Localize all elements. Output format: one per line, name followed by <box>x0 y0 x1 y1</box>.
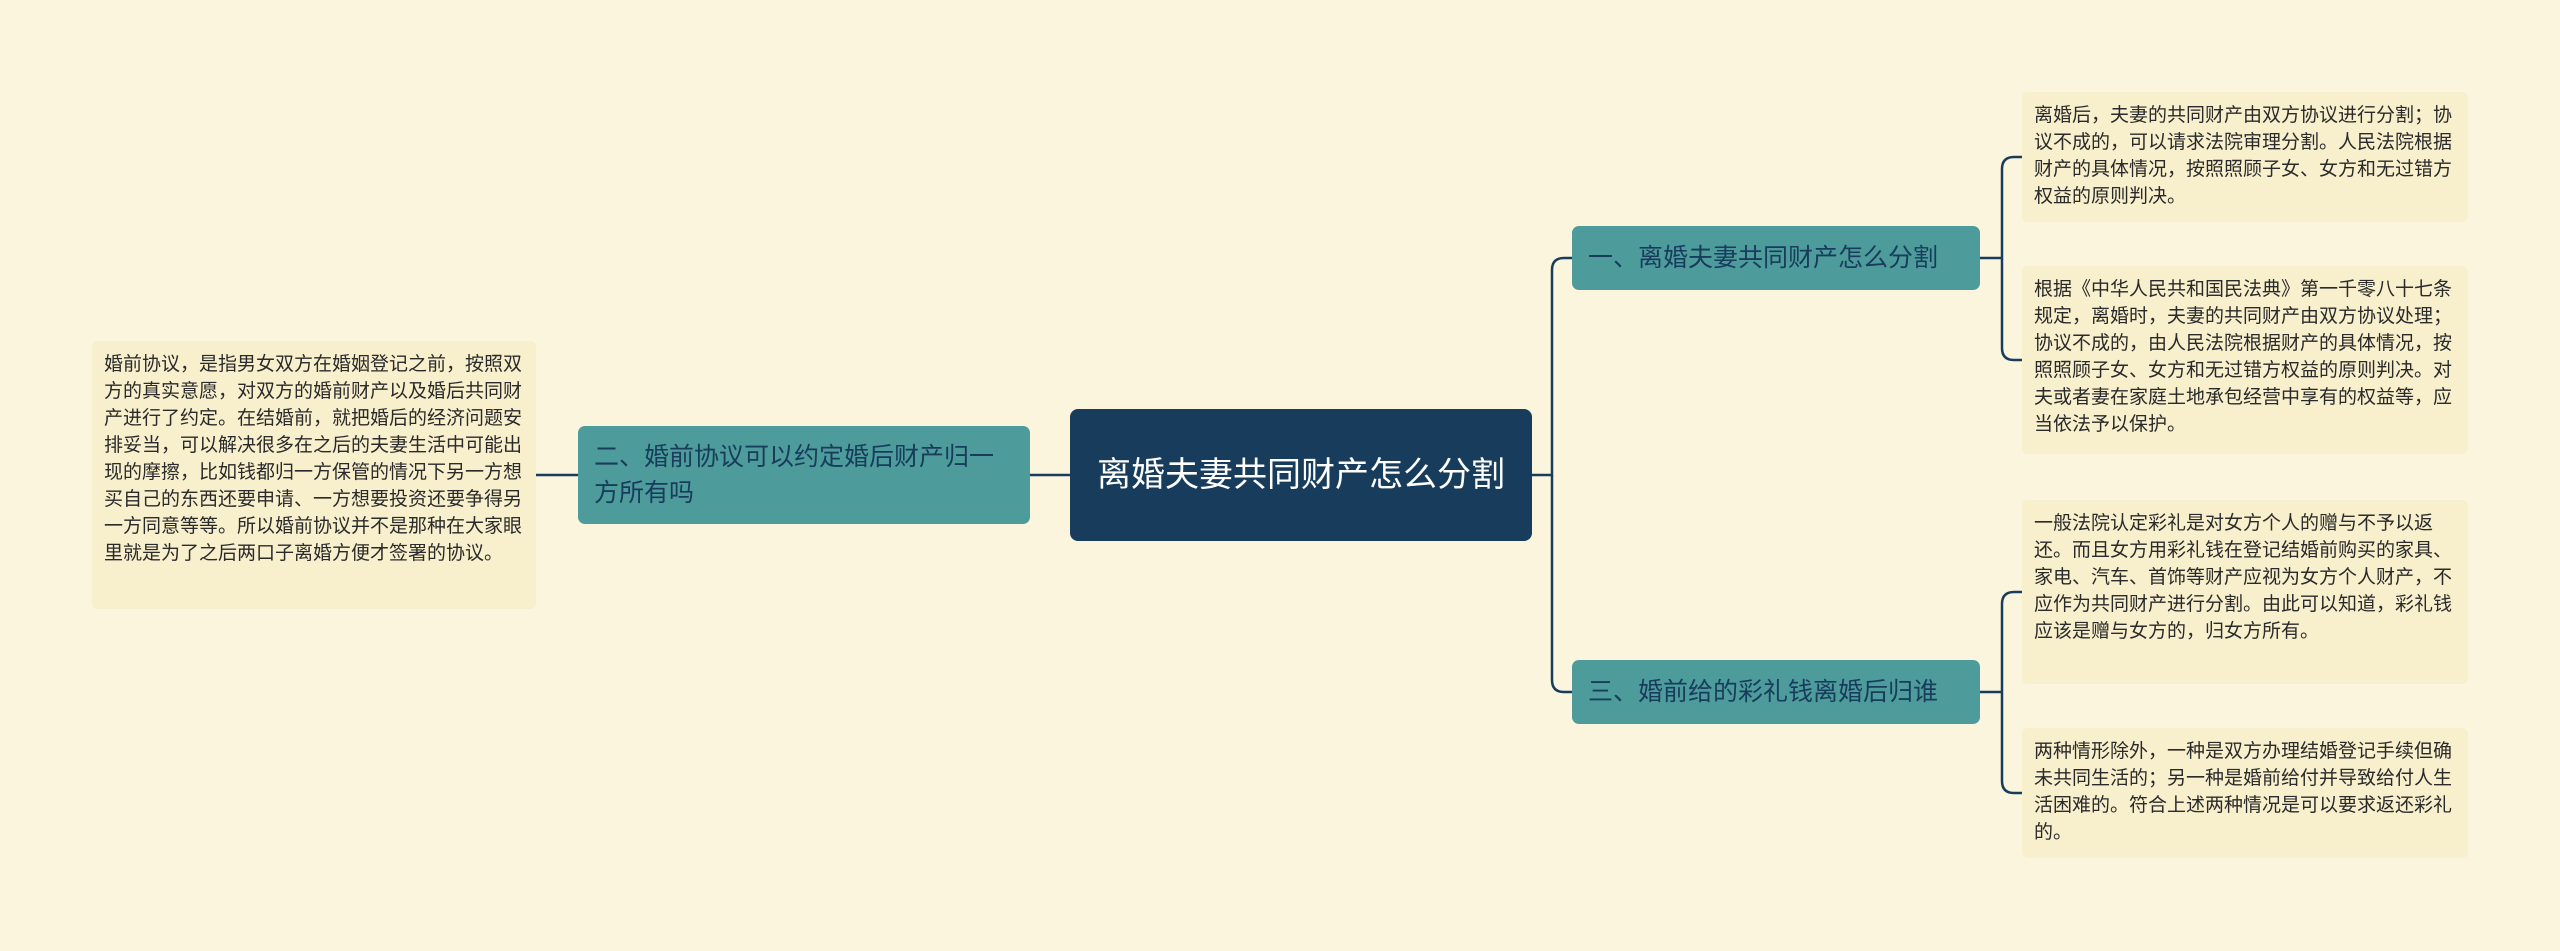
connector-branch-1-leaf-2 <box>2000 258 2022 362</box>
leaf-topic-bride-price-2[interactable]: 两种情形除外，一种是双方办理结婚登记手续但确未共同生活的；另一种是婚前给付并导致… <box>2022 728 2468 858</box>
leaf-topic-bride-price-1-text: 一般法院认定彩礼是对女方个人的赠与不予以返还。而且女方用彩礼钱在登记结婚前购买的… <box>2034 512 2453 642</box>
leaf-topic-division-2[interactable]: 根据《中华人民共和国民法典》第一千零八十七条规定，离婚时，夫妻的共同财产由双方协… <box>2022 266 2468 454</box>
branch-topic-1-label: 一、离婚夫妻共同财产怎么分割 <box>1588 243 1939 272</box>
root-topic-label: 离婚夫妻共同财产怎么分割 <box>1097 455 1505 495</box>
connector-branch-3-leaf-3 <box>2000 590 2022 692</box>
leaf-topic-division-1[interactable]: 离婚后，夫妻的共同财产由双方协议进行分割；协议不成的，可以请求法院审理分割。人民… <box>2022 92 2468 222</box>
branch-topic-2[interactable]: 二、婚前协议可以约定婚后财产归一方所有吗 <box>578 426 1030 524</box>
branch-topic-3-label: 三、婚前给的彩礼钱离婚后归谁 <box>1588 677 1939 706</box>
connector-root-to-branch-3 <box>1550 475 1572 694</box>
connector-branch-3-leaf-4 <box>2000 692 2022 795</box>
leaf-topic-division-2-text: 根据《中华人民共和国民法典》第一千零八十七条规定，离婚时，夫妻的共同财产由双方协… <box>2034 278 2453 435</box>
connector-branch-1-leaf-1 <box>2000 155 2022 258</box>
leaf-topic-bride-price-2-text: 两种情形除外，一种是双方办理结婚登记手续但确未共同生活的；另一种是婚前给付并导致… <box>2034 740 2453 843</box>
leaf-topic-prenup-text: 婚前协议，是指男女双方在婚姻登记之前，按照双方的真实意愿，对双方的婚前财产以及婚… <box>104 353 523 564</box>
leaf-topic-prenup[interactable]: 婚前协议，是指男女双方在婚姻登记之前，按照双方的真实意愿，对双方的婚前财产以及婚… <box>92 341 536 609</box>
branch-topic-1[interactable]: 一、离婚夫妻共同财产怎么分割 <box>1572 226 1980 290</box>
connector-root-to-branch-1 <box>1532 256 1572 477</box>
leaf-topic-bride-price-1[interactable]: 一般法院认定彩礼是对女方个人的赠与不予以返还。而且女方用彩礼钱在登记结婚前购买的… <box>2022 500 2468 684</box>
root-topic[interactable]: 离婚夫妻共同财产怎么分割 <box>1070 409 1532 541</box>
leaf-topic-division-1-text: 离婚后，夫妻的共同财产由双方协议进行分割；协议不成的，可以请求法院审理分割。人民… <box>2034 104 2453 207</box>
branch-topic-3[interactable]: 三、婚前给的彩礼钱离婚后归谁 <box>1572 660 1980 724</box>
branch-topic-2-label: 二、婚前协议可以约定婚后财产归一方所有吗 <box>594 442 995 507</box>
